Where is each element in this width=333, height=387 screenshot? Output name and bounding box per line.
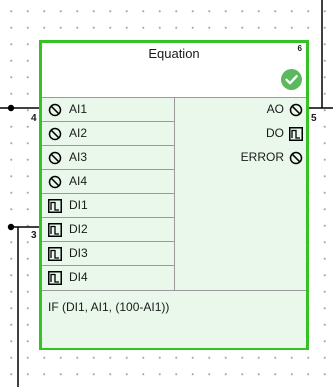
input-port-label: DI3 [69,246,88,260]
ports-area: AI1 AI2 AI3 AI4 DI1 DI2 DI3 DI4 [42,98,306,290]
equation-block[interactable]: Equation 6 AI1 AI2 AI3 AI4 DI1 DI [39,40,309,350]
analog-port-icon [48,175,62,194]
input-port-label: DI1 [69,198,88,212]
ports-divider [174,98,175,290]
input-port-di3[interactable]: DI3 [42,242,174,266]
ai1-link-number: 4 [31,113,37,124]
analog-port-icon [48,151,62,170]
digital-port-icon [289,127,303,146]
input-port-di2[interactable]: DI2 [42,218,174,242]
digital-port-icon [48,223,62,242]
output-port-error[interactable]: ERROR [175,146,306,170]
input-port-label: DI4 [69,270,88,284]
output-port-do[interactable]: DO [175,122,306,146]
analog-port-icon [48,127,62,146]
expression-area[interactable]: IF (DI1, AI1, (100-AI1)) [42,290,306,348]
analog-port-icon [48,103,62,122]
input-port-label: AI2 [69,126,88,140]
block-title: Equation [148,46,200,61]
digital-port-icon [48,199,62,218]
output-port-label: DO [266,126,284,140]
input-port-label: AI3 [69,150,88,164]
input-port-ai3[interactable]: AI3 [42,146,174,170]
di1-link-number: 3 [31,230,37,241]
expression-text: IF (DI1, AI1, (100-AI1)) [48,300,170,314]
input-port-label: AI1 [69,102,88,116]
output-port-label: AO [266,102,284,116]
output-port-label: ERROR [240,150,284,164]
ao-link-number: 5 [311,113,317,124]
input-port-label: DI2 [69,222,88,236]
input-port-ai2[interactable]: AI2 [42,122,174,146]
block-number: 6 [297,44,302,53]
digital-port-icon [48,271,62,290]
ai1-wire-junction [7,104,15,112]
input-port-ai4[interactable]: AI4 [42,170,174,194]
analog-port-icon [289,151,303,170]
digital-port-icon [48,247,62,266]
block-header: Equation 6 [42,43,306,98]
di1-wire-junction [7,223,15,231]
output-port-ao[interactable]: AO [175,98,306,122]
analog-port-icon [289,103,303,122]
input-port-label: AI4 [69,174,88,188]
input-port-di1[interactable]: DI1 [42,194,174,218]
input-port-ai1[interactable]: AI1 [42,98,174,122]
status-ok-icon [281,69,302,90]
input-port-di4[interactable]: DI4 [42,266,174,290]
